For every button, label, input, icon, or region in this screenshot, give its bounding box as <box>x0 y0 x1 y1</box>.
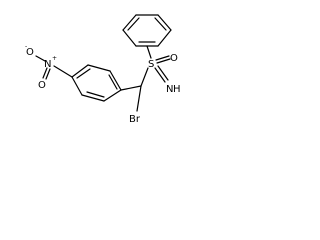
molecule-drawing: O - N + O S O N H Br <box>25 14 181 125</box>
nitro-nitrogen-label: N <box>44 59 51 70</box>
carbon-bromine-bond <box>136 85 142 112</box>
bromine-label: Br <box>129 114 141 125</box>
sulfur-oxygen-double-bond <box>155 55 170 61</box>
nitro-double-bond <box>42 67 48 79</box>
phenyl-ring <box>122 14 172 47</box>
imine-hydrogen-label: H <box>173 84 181 95</box>
sulfonyl-oxygen-label: O <box>170 53 178 64</box>
aryl-nitrogen-bond <box>53 65 73 78</box>
carbon-aryl-bond <box>120 85 142 91</box>
plus-charge-label: + <box>52 55 57 62</box>
minus-charge-label: - <box>25 43 27 50</box>
phenyl-sulfur-bond <box>146 45 152 59</box>
nitro-oxygen-left-label: O <box>26 47 34 58</box>
atom-labels: O - N + O S O N H Br <box>25 43 181 125</box>
chemical-structure-diagram: O - N + O S O N H Br <box>0 0 208 138</box>
sulfur-label: S <box>148 59 154 70</box>
sulfur-nitrogen-double-bond <box>157 65 169 81</box>
nitro-oxygen-bottom-label: O <box>38 80 46 91</box>
sulfur-oxygen-double-bond <box>156 58 171 64</box>
nitrophenyl-ring <box>71 64 122 102</box>
nitro-double-bond <box>45 68 51 80</box>
sulfur-nitrogen-double-bond <box>154 67 166 83</box>
imine-nitrogen-label: N <box>166 84 173 95</box>
nitro-single-bond <box>35 55 46 62</box>
sulfur-carbon-bond <box>140 67 149 87</box>
